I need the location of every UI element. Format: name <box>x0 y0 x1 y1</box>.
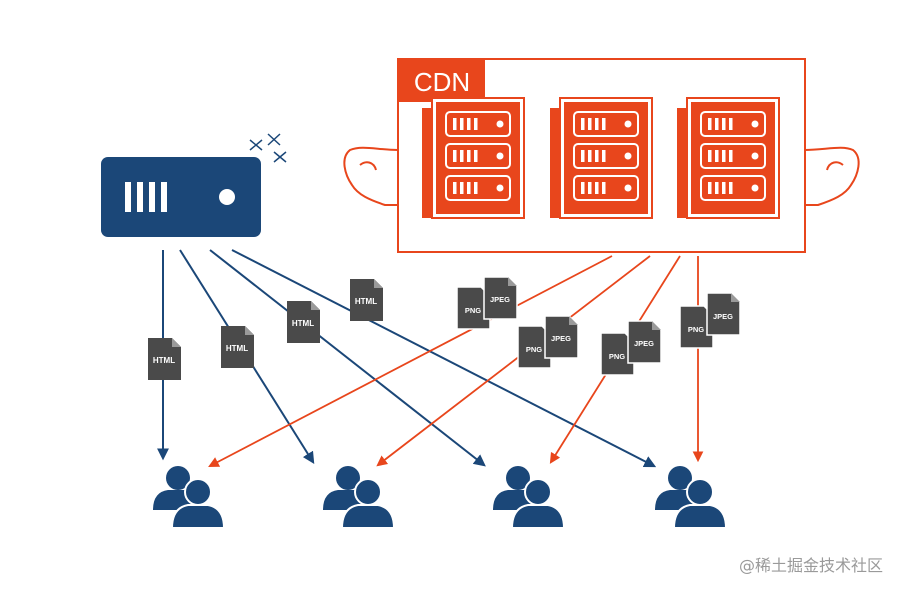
cdn-server-icon <box>550 97 653 219</box>
png-doc-label: PNG <box>465 306 481 315</box>
html-doc-label: HTML <box>153 356 175 365</box>
image-documents-icon: PNG JPEG <box>679 292 741 349</box>
png-doc-label: PNG <box>526 345 542 354</box>
watermark: @稀土掘金技术社区 <box>739 556 883 575</box>
user-group-icon <box>654 465 727 529</box>
cdn-servers <box>422 97 780 219</box>
user-group-icon <box>492 465 565 529</box>
cdn-arrow-2 <box>376 255 651 467</box>
broken-server-icon <box>249 133 287 163</box>
origin-arrow-3 <box>209 249 486 467</box>
cdn-label: CDN <box>414 67 470 97</box>
user-group-icon <box>322 465 395 529</box>
origin-arrow-4 <box>231 249 657 468</box>
html-document-icon: HTML <box>350 279 383 321</box>
cdn-server-icon <box>677 97 780 219</box>
html-doc-label: HTML <box>355 297 377 306</box>
muscle-arm-left-icon <box>343 146 399 206</box>
image-documents-icon: PNG JPEG <box>517 315 579 369</box>
jpeg-doc-label: JPEG <box>490 295 510 304</box>
origin-server-icon <box>101 157 261 237</box>
png-doc-label: PNG <box>609 352 625 361</box>
html-doc-label: HTML <box>226 344 248 353</box>
cdn-label-box <box>399 60 485 102</box>
cdn-arrow-1 <box>208 255 613 468</box>
jpeg-doc-label: JPEG <box>713 312 733 321</box>
muscle-arm-right-icon <box>804 146 860 206</box>
cdn-server-icon <box>422 97 525 219</box>
image-documents-icon: PNG JPEG <box>456 276 518 330</box>
image-documents-icon: PNG JPEG <box>600 320 662 376</box>
html-document-icon: HTML <box>148 338 181 380</box>
png-doc-label: PNG <box>688 325 704 334</box>
user-group-icon <box>152 465 225 529</box>
jpeg-doc-label: JPEG <box>634 339 654 348</box>
jpeg-doc-label: JPEG <box>551 334 571 343</box>
html-doc-label: HTML <box>292 319 314 328</box>
html-document-icon: HTML <box>287 301 320 343</box>
html-document-icon: HTML <box>221 326 254 368</box>
